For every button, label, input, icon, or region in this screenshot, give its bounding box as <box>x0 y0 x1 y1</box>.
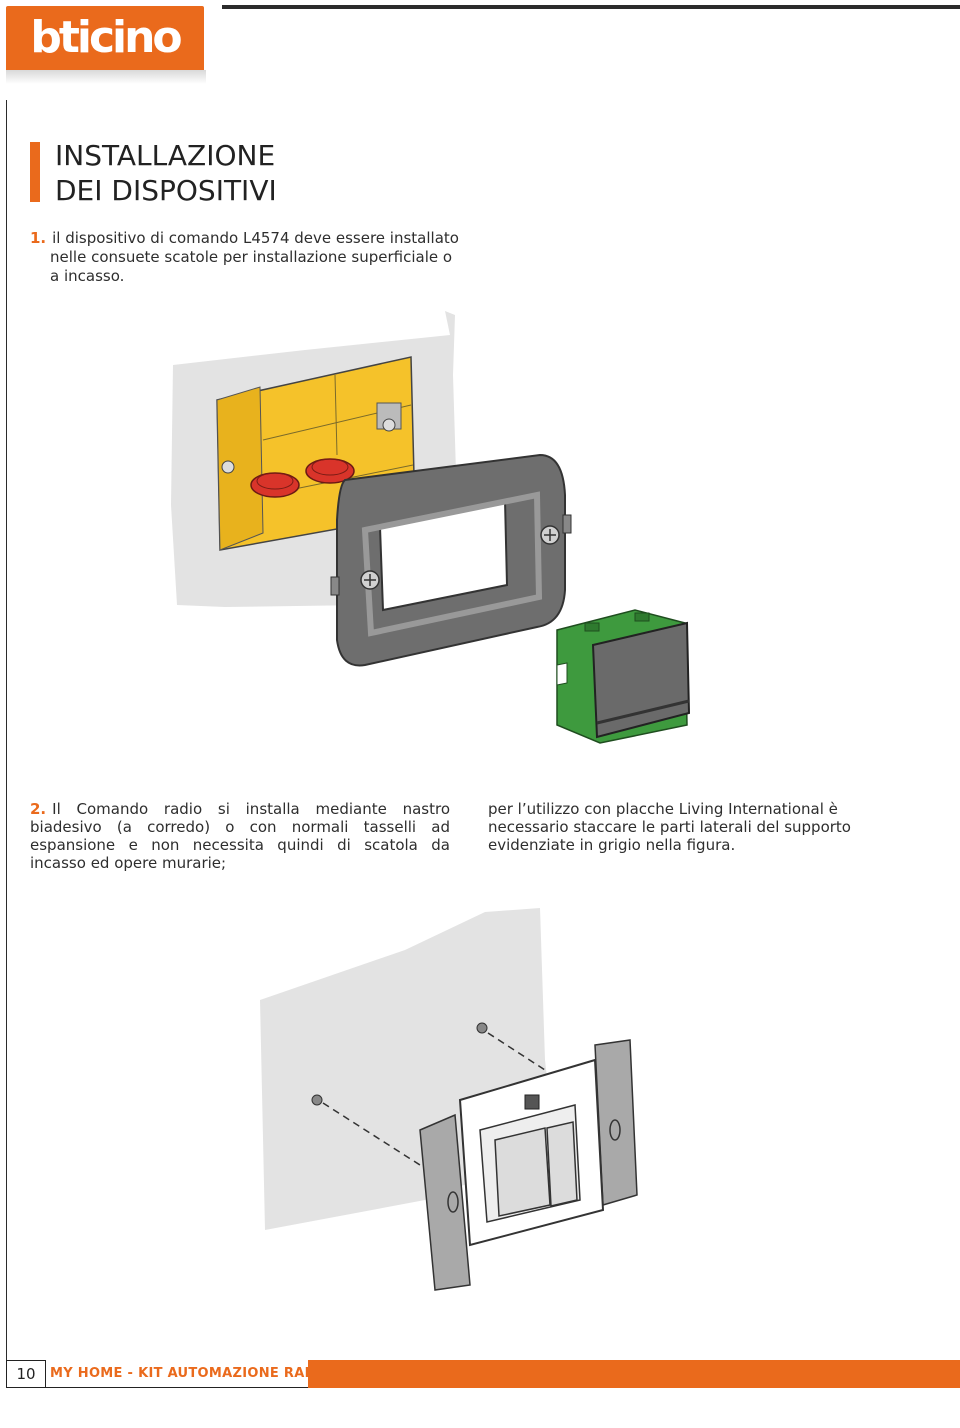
step-2-text-left: 2.Il Comando radio si installa mediante … <box>30 800 450 872</box>
logo-shadow <box>6 70 206 84</box>
left-margin-rule <box>6 100 7 1360</box>
page-title-line-1: INSTALLAZIONE <box>55 139 276 172</box>
step-1-line-3: a incasso. <box>50 267 125 285</box>
step-2-left-body: Il Comando radio si installa mediante na… <box>30 800 450 872</box>
brand-logo-text: bticino <box>30 12 182 63</box>
page-title: INSTALLAZIONE DEI DISPOSITIVI <box>55 138 277 208</box>
control-module <box>556 609 691 744</box>
step-2-text-right: per l’utilizzo con placche Living Intern… <box>488 800 851 854</box>
header-rule <box>222 5 960 9</box>
figure-surface-mount-installation <box>260 908 638 1291</box>
step-2-number: 2. <box>30 800 47 818</box>
page-number: 10 <box>16 1365 36 1383</box>
step-1-number: 1. <box>30 229 47 247</box>
page-title-line-2: DEI DISPOSITIVI <box>55 174 277 207</box>
footer-accent-bar <box>308 1360 960 1388</box>
title-accent-bar <box>30 142 40 202</box>
footer-rule <box>46 1387 308 1388</box>
step-1-line-1: il dispositivo di comando L4574 deve ess… <box>52 229 459 247</box>
support-with-device <box>419 1039 638 1291</box>
figure-flush-box-installation <box>171 311 691 744</box>
step-1-text: 1. il dispositivo di comando L4574 deve e… <box>30 229 470 286</box>
page-footer: 10 MY HOME - KIT AUTOMAZIONE RADIO <box>6 1360 960 1388</box>
support-frame <box>330 453 572 667</box>
footer-label: MY HOME - KIT AUTOMAZIONE RADIO <box>50 1366 333 1381</box>
brand-logo: bticino <box>6 6 204 72</box>
page-number-box <box>6 1360 46 1388</box>
step-1-line-2: nelle consuete scatole per installazione… <box>50 248 453 266</box>
